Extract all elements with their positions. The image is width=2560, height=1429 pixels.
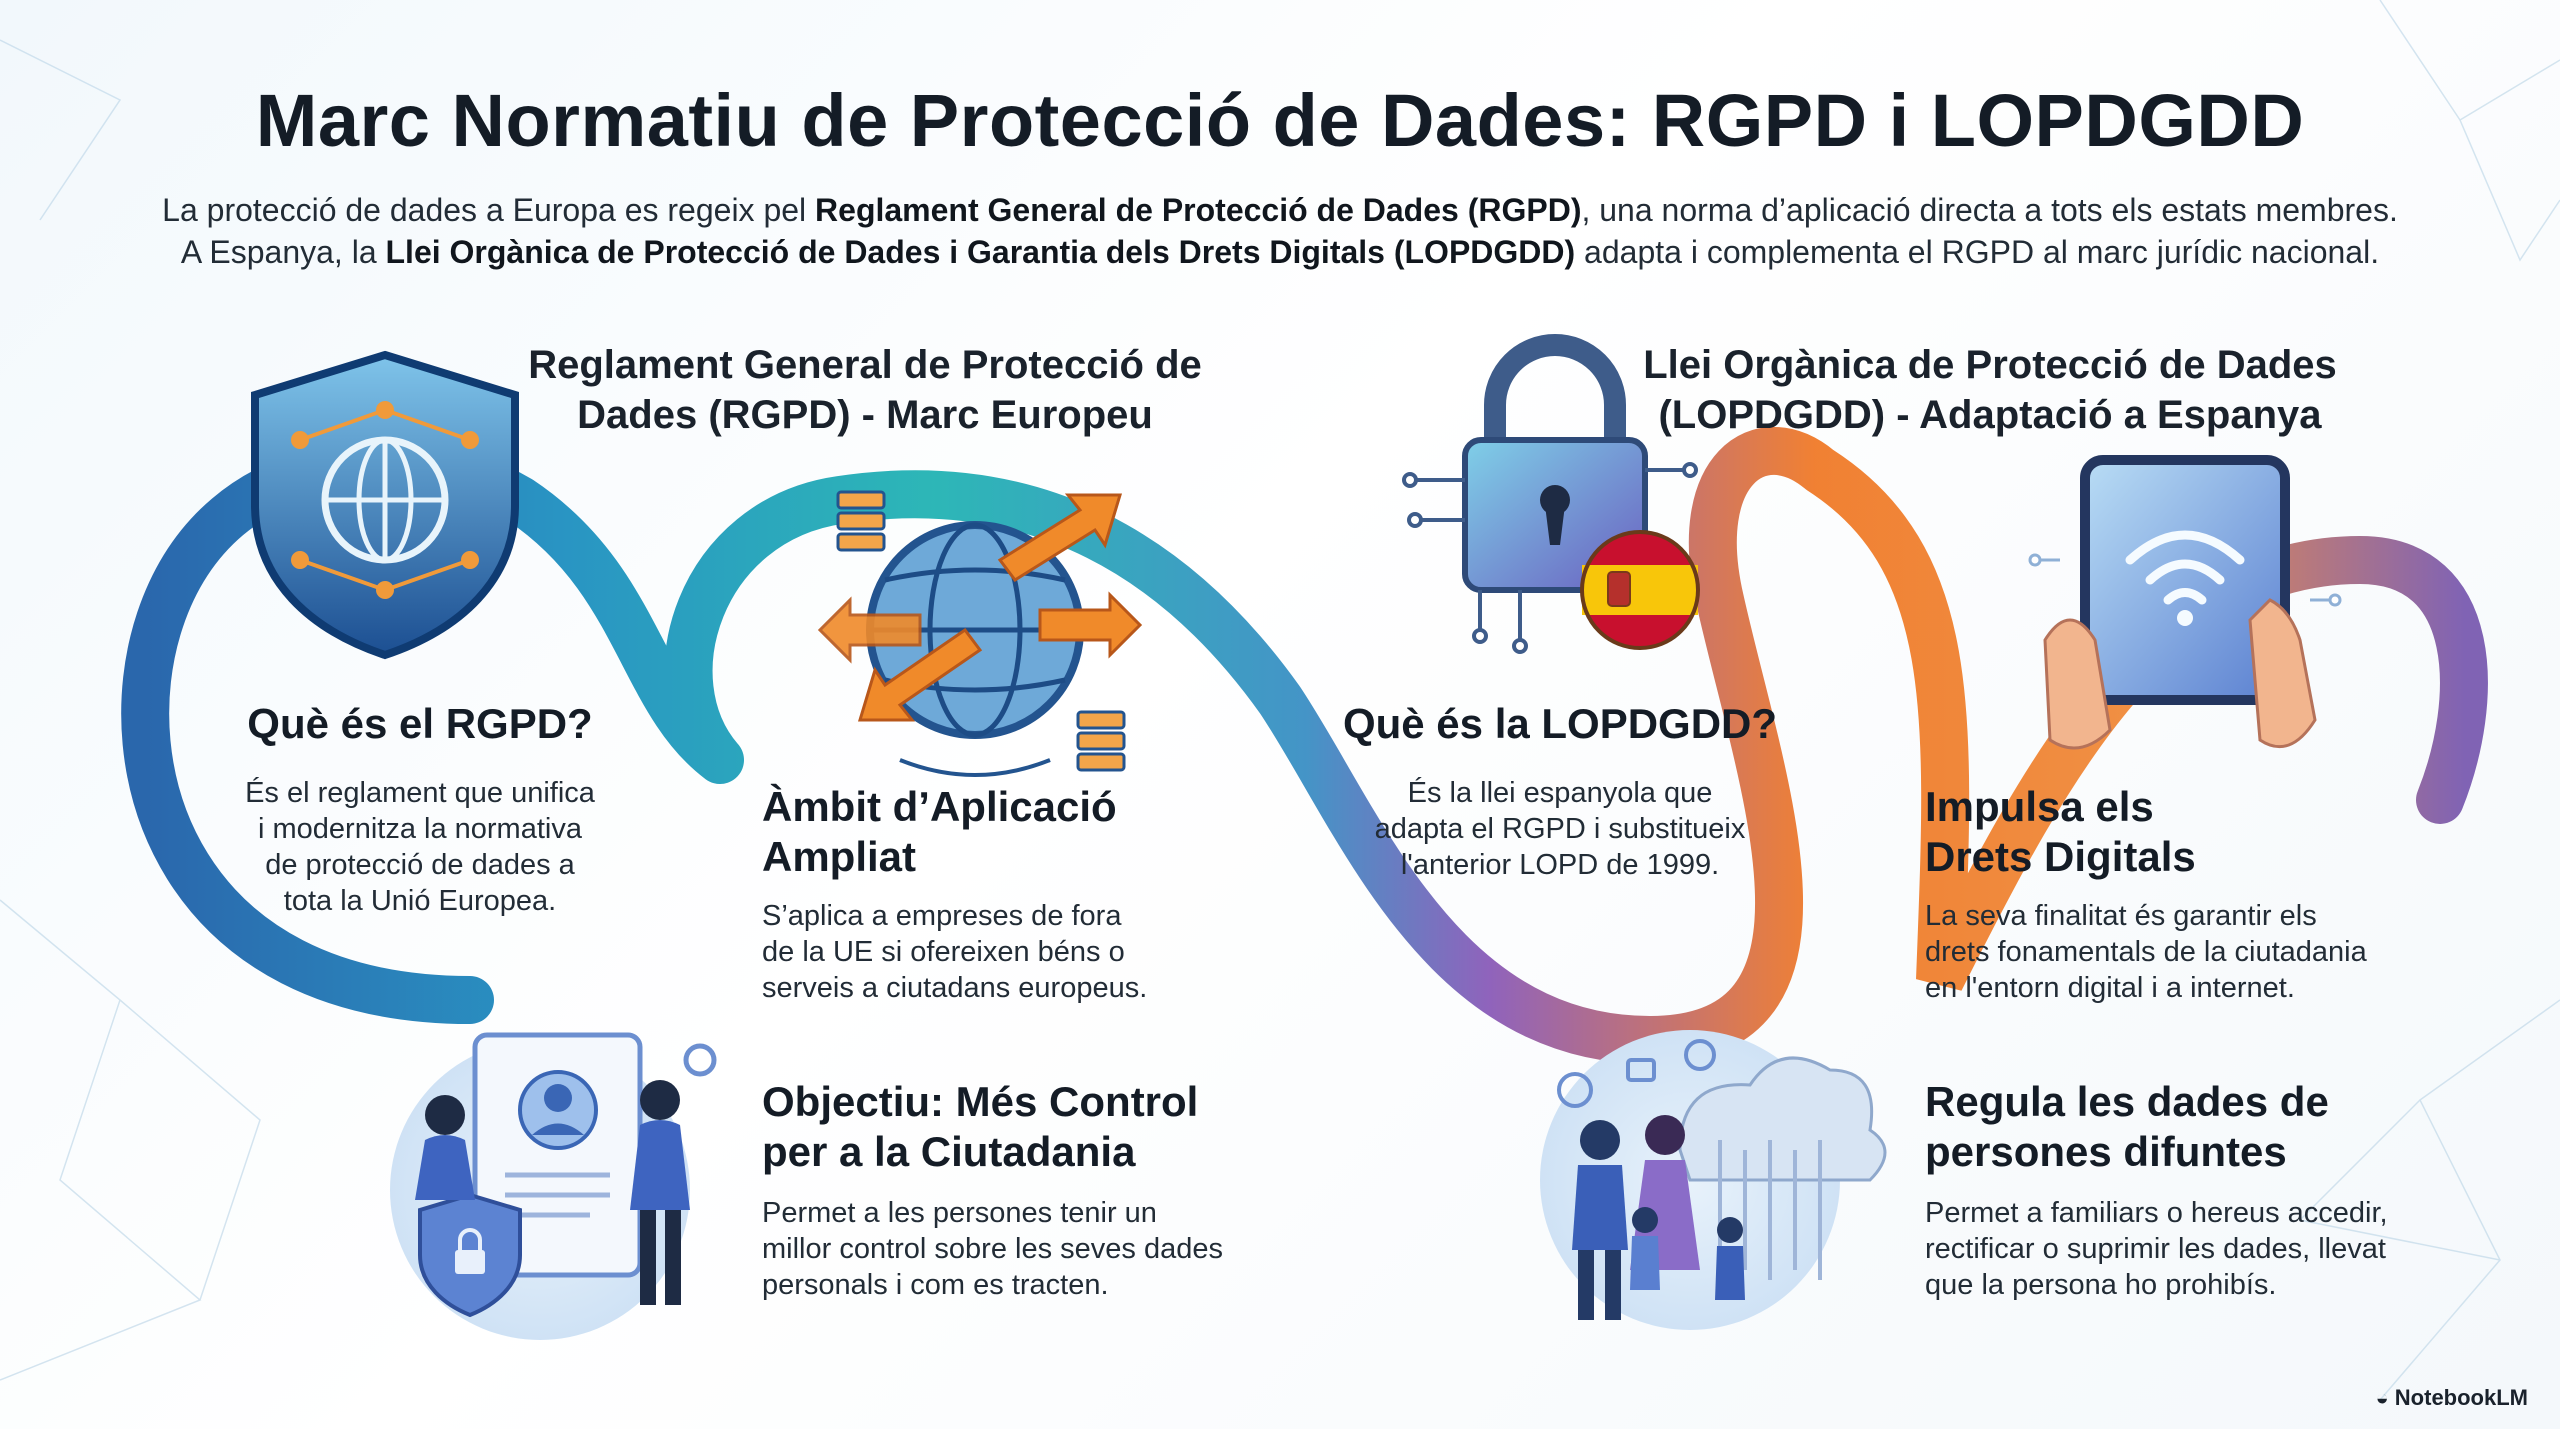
lopdgdd-what-body: És la llei espanyola que adapta el RGPD … [1320, 775, 1800, 883]
intro-emphasis-rgpd: Reglament General de Protecció de Dades … [815, 192, 1582, 228]
rgpd-goal-title: Objectiu: Més Control per a la Ciutadani… [762, 1077, 1282, 1177]
heading-line: Regula les dades de [1925, 1078, 2329, 1125]
heading-line: per a la Ciutadania [762, 1128, 1136, 1175]
intro-text: , una norma d’aplicació directa a tots e… [1581, 192, 2398, 228]
rgpd-scope-body: S’aplica a empreses de fora de la UE si … [762, 898, 1242, 1006]
body-line: Permet a les persones tenir un [762, 1197, 1157, 1229]
rgpd-heading-line: Dades (RGPD) - Marc Europeu [577, 393, 1153, 437]
family-cloud-icon [1540, 1030, 1887, 1330]
lopdgdd-deceased-title: Regula les dades de persones difuntes [1925, 1077, 2445, 1177]
shield-globe-icon [251, 350, 519, 660]
brand-watermark: ◒NotebookLM [2376, 1385, 2529, 1411]
padlock-spain-icon [1402, 334, 1700, 654]
notebooklm-logo-icon: ◒ [2375, 1385, 2389, 1410]
lopdgdd-heading-line: Llei Orgànica de Protecció de Dades [1643, 343, 2337, 387]
heading-line: persones difuntes [1925, 1128, 2287, 1175]
body-line: en l'entorn digital i a internet. [1925, 972, 2295, 1004]
lopdgdd-rights-title: Impulsa els Drets Digitals [1925, 782, 2385, 882]
intro-text: La protecció de dades a Europa es regeix… [162, 192, 816, 228]
body-line: personals i com es tracten. [762, 1269, 1109, 1301]
page-title: Marc Normatiu de Protecció de Dades: RGP… [255, 79, 2305, 162]
intro-emphasis-lopdgdd: Llei Orgànica de Protecció de Dades i Ga… [385, 234, 1576, 270]
body-line: rectificar o suprimir les dades, llevat [1925, 1233, 2386, 1265]
intro-line-2: A Espanya, la Llei Orgànica de Protecció… [130, 230, 2430, 274]
body-line: La seva finalitat és garantir els [1925, 900, 2317, 932]
body-line: tota la Unió Europea. [283, 885, 557, 917]
rgpd-section-heading: Reglament General de Protecció de Dades … [500, 340, 1230, 440]
heading-line: Àmbit d’Aplicació [762, 783, 1117, 830]
body-line: Permet a familiars o hereus accedir, [1925, 1197, 2388, 1229]
body-line: serveis a ciutadans europeus. [762, 972, 1148, 1004]
globe-arrows-icon [817, 490, 1143, 777]
body-line: i modernitza la normativa [258, 813, 582, 845]
lopdgdd-what-title: Què és la LOPDGDD? [1342, 700, 1778, 747]
heading-line: Ampliat [762, 833, 917, 880]
lopdgdd-section-heading: Llei Orgànica de Protecció de Dades (LOP… [1620, 340, 2360, 440]
rgpd-scope-title: Àmbit d’Aplicació Ampliat [762, 782, 1242, 882]
body-line: l'anterior LOPD de 1999. [1400, 849, 1720, 881]
rgpd-what-title: Què és el RGPD? [247, 700, 593, 747]
tablet-wifi-icon [2028, 455, 2342, 750]
rgpd-goal-body: Permet a les persones tenir un millor co… [762, 1195, 1322, 1303]
body-line: adapta el RGPD i substitueix [1374, 813, 1746, 845]
body-line: millor control sobre les seves dades [762, 1233, 1223, 1265]
body-line: És el reglament que unifica [245, 777, 595, 809]
body-line: de protecció de dades a [265, 849, 575, 881]
heading-line: Objectiu: Més Control [762, 1078, 1199, 1125]
brand-label: NotebookLM [2394, 1385, 2528, 1410]
heading-line: Impulsa els [1925, 783, 2154, 830]
heading-line: Drets Digitals [1925, 833, 2196, 880]
lopdgdd-heading-line: (LOPDGDD) - Adaptació a Espanya [1658, 393, 2322, 437]
body-line: S’aplica a empreses de fora [762, 900, 1122, 932]
body-line: És la llei espanyola que [1407, 777, 1713, 809]
intro-line-1: La protecció de dades a Europa es regeix… [130, 188, 2430, 232]
intro-text: adapta i complementa el RGPD al marc jur… [1575, 234, 2380, 270]
body-line: drets fonamentals de la ciutadania [1925, 936, 2367, 968]
body-line: que la persona ho prohibís. [1925, 1269, 2277, 1301]
rgpd-heading-line: Reglament General de Protecció de [528, 343, 1202, 387]
intro-text: A Espanya, la [180, 234, 386, 270]
rgpd-what-body: És el reglament que unifica i modernitza… [190, 775, 650, 919]
lopdgdd-rights-body: La seva finalitat és garantir els drets … [1925, 898, 2445, 1006]
user-profile-icon [390, 1032, 717, 1340]
lopdgdd-deceased-body: Permet a familiars o hereus accedir, rec… [1925, 1195, 2485, 1303]
body-line: de la UE si ofereixen béns o [762, 936, 1125, 968]
